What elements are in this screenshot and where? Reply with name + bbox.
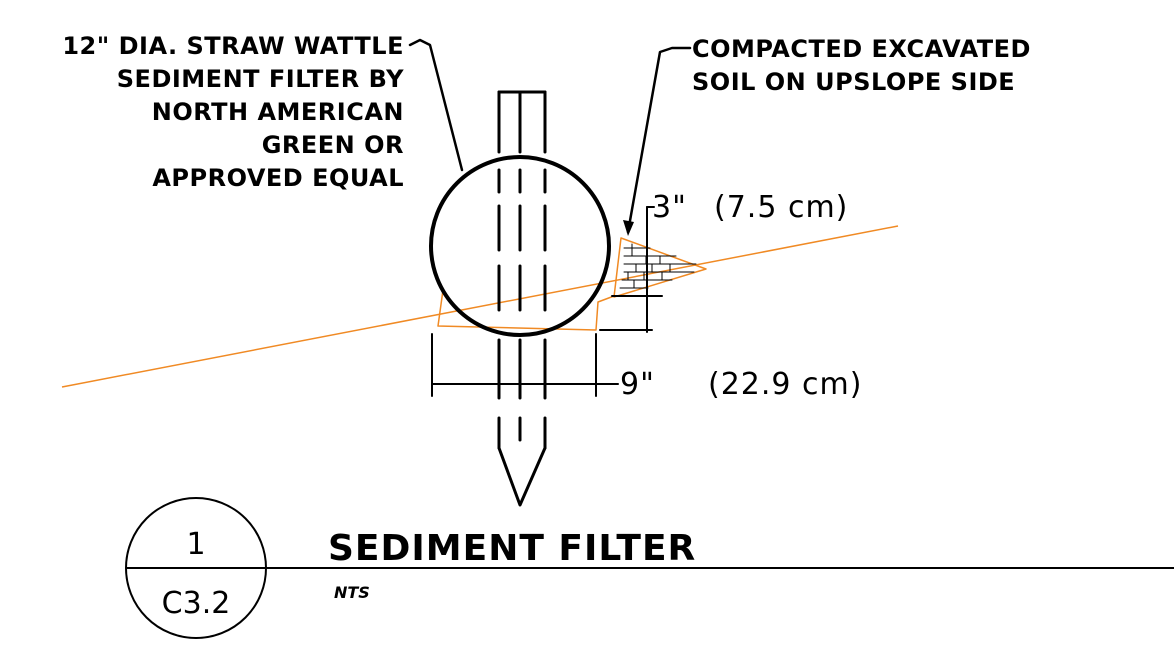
detail-title: SEDIMENT FILTER bbox=[328, 528, 696, 569]
height-dimension bbox=[599, 206, 663, 333]
wooden-stakes bbox=[497, 90, 547, 507]
sheet-number: C3.2 bbox=[162, 586, 231, 621]
soil-hatching bbox=[619, 243, 697, 289]
soil-leader-arrowhead bbox=[623, 220, 634, 236]
width-dimension-metric: (22.9 cm) bbox=[708, 367, 862, 402]
wattle-callout-line-5: APPROVED EQUAL bbox=[152, 164, 404, 192]
height-dimension-imperial: 3" bbox=[652, 190, 687, 225]
detail-number: 1 bbox=[186, 527, 205, 562]
straw-wattle bbox=[429, 155, 611, 337]
wattle-callout-line-3: NORTH AMERICAN bbox=[152, 98, 404, 126]
height-dimension-metric: (7.5 cm) bbox=[714, 190, 848, 225]
trench-outline bbox=[437, 289, 615, 331]
wattle-leader bbox=[408, 38, 464, 172]
soil-leader bbox=[626, 46, 692, 234]
width-dimension bbox=[431, 333, 619, 397]
compacted-soil-wedge bbox=[613, 237, 707, 298]
wattle-callout-line-4: GREEN OR bbox=[262, 131, 404, 159]
soil-callout-line-1: COMPACTED EXCAVATED bbox=[692, 35, 1031, 63]
soil-callout-line-2: SOIL ON UPSLOPE SIDE bbox=[692, 68, 1015, 96]
wattle-callout-line-1: 12" DIA. STRAW WATTLE bbox=[62, 32, 404, 60]
wattle-callout-line-2: SEDIMENT FILTER BY bbox=[117, 65, 404, 93]
width-dimension-imperial: 9" bbox=[620, 367, 655, 402]
ground-slope-line bbox=[61, 225, 899, 388]
scale-note: NTS bbox=[334, 583, 370, 602]
